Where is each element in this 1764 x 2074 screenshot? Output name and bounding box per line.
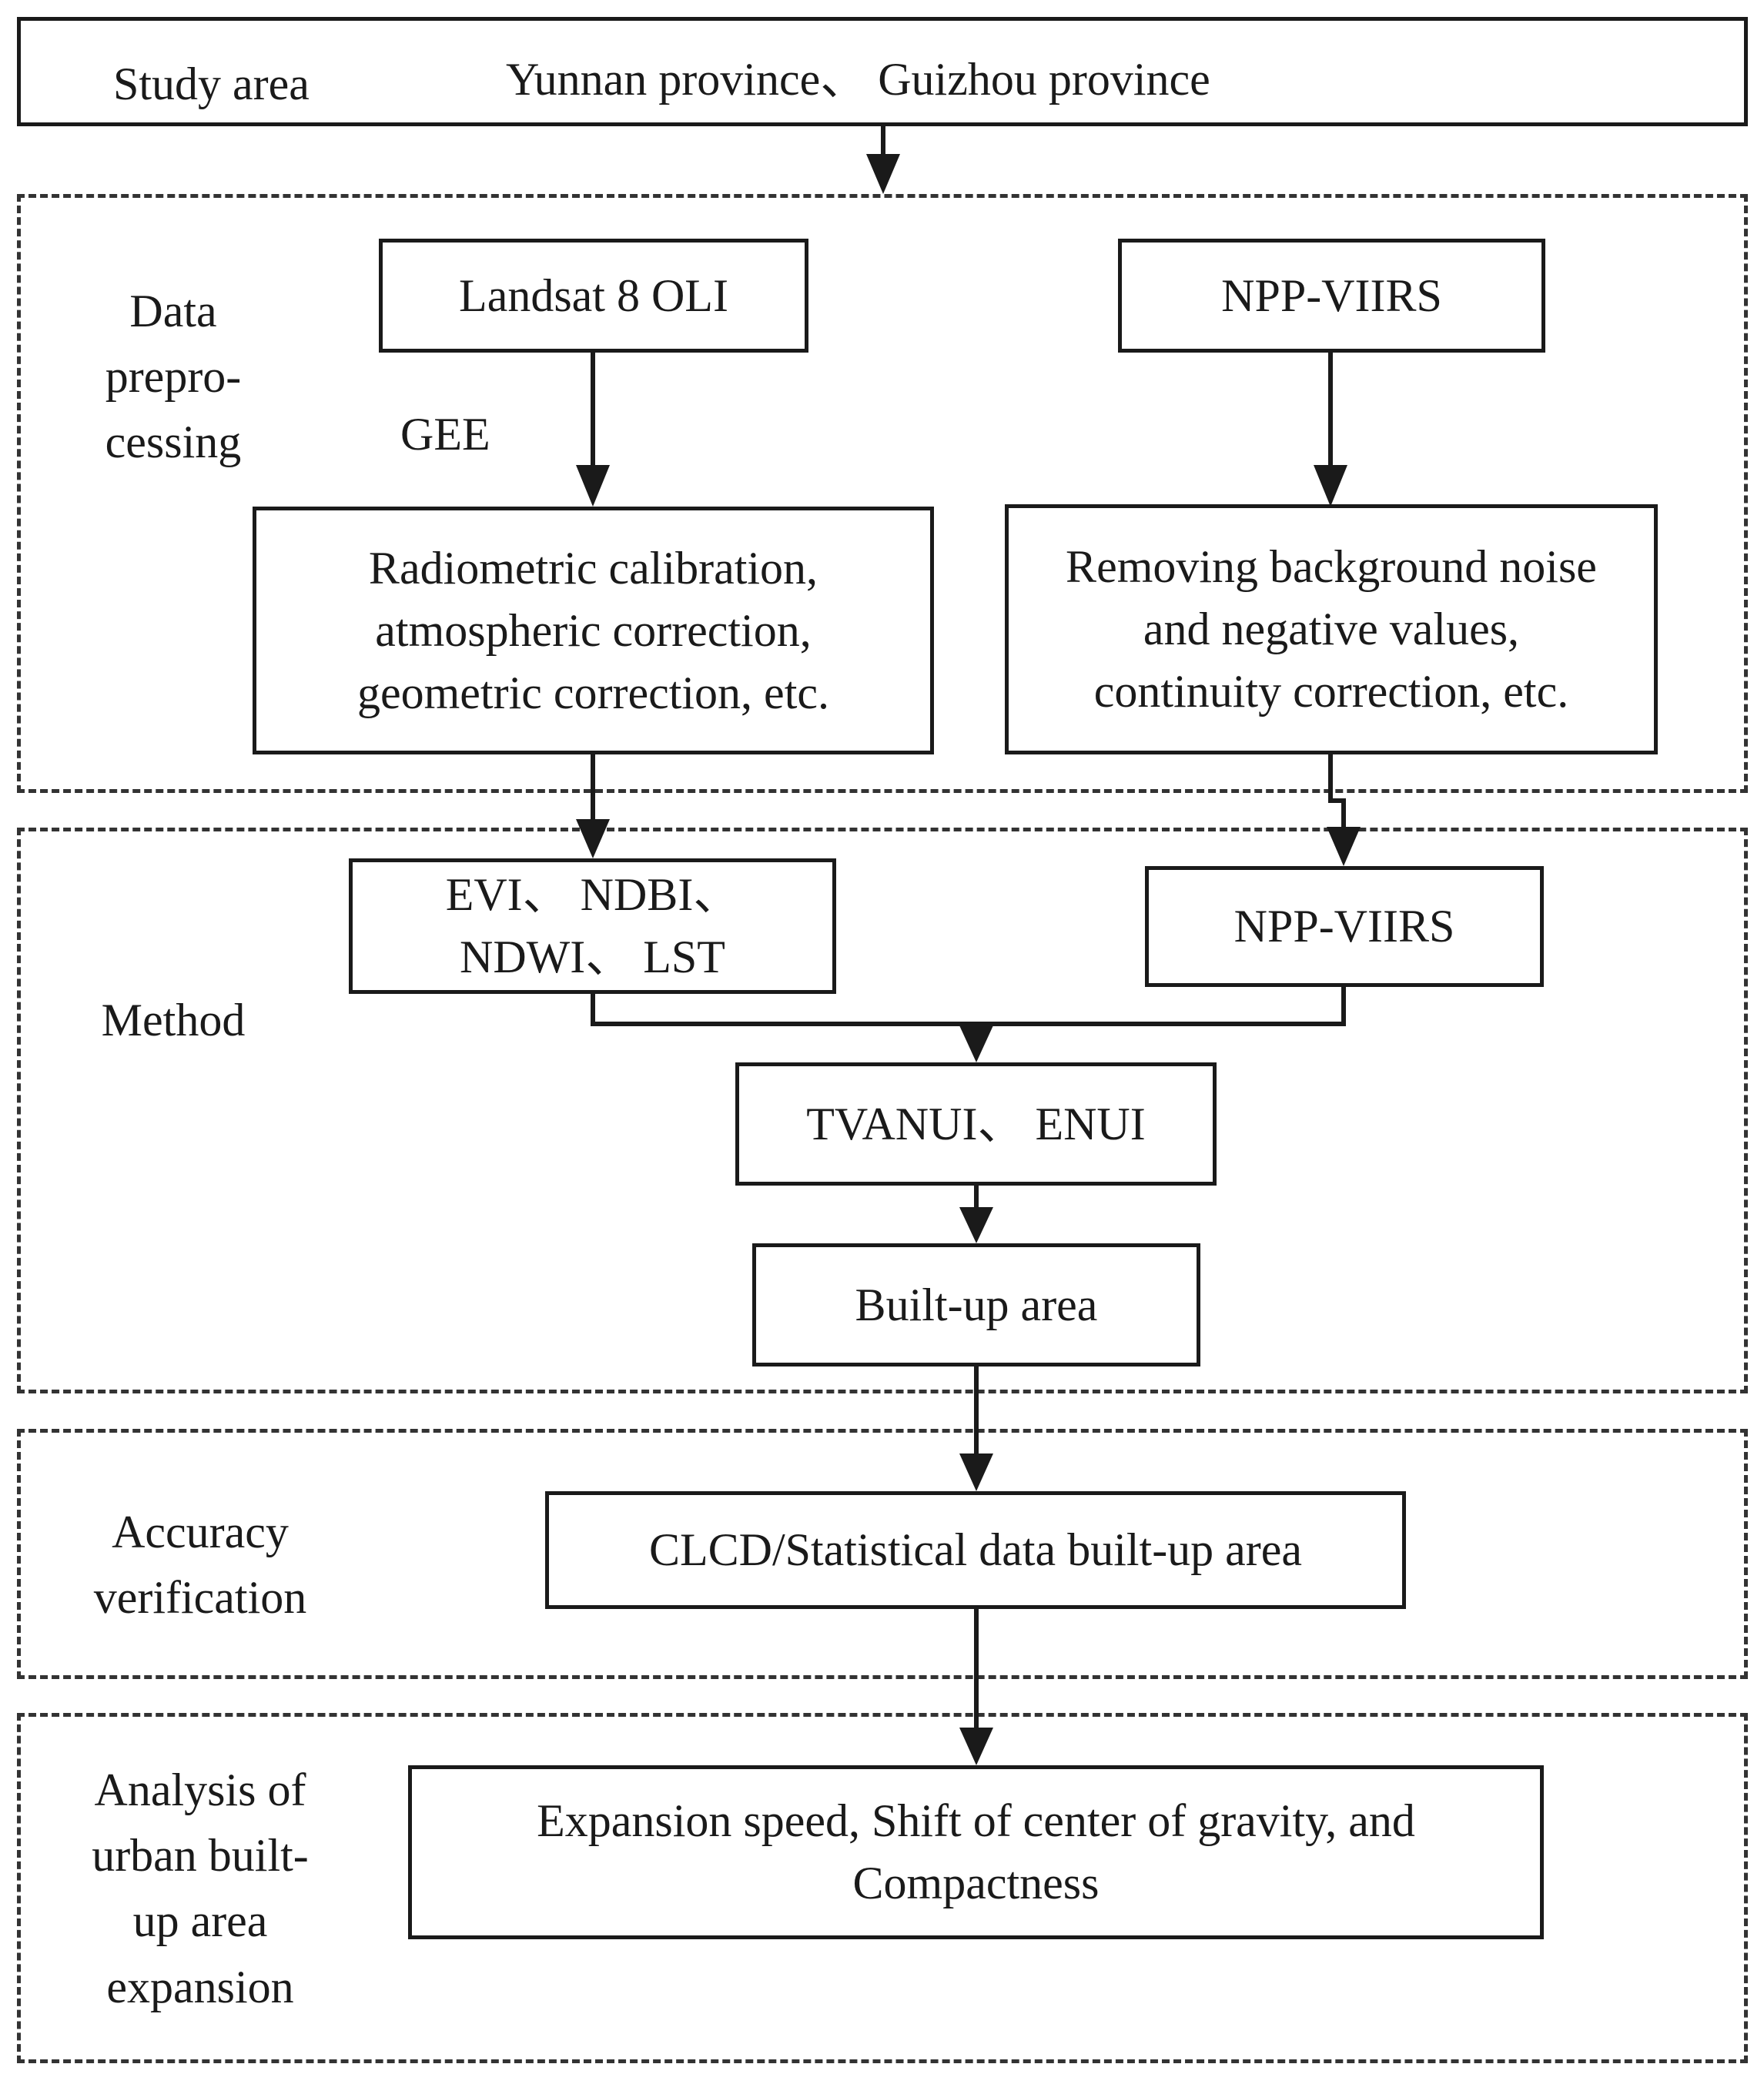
study-area-value: Yunnan province、 Guizhou province [506,54,1210,105]
tvanui-enui-box: TVANUI、 ENUI [735,1062,1217,1186]
analysis-section-label: Analysis of urban built- up area expansi… [92,1765,309,2012]
arrowhead-landsat [576,465,610,507]
connector-indices-to-tvanui [591,994,979,1032]
expansion-analysis-box: Expansion speed, Shift of center of grav… [408,1765,1544,1939]
gee-label: GEE [400,409,490,460]
accuracy-section-label: Accuracy verification [93,1507,307,1624]
radiometric-box: Radiometric calibration, atmospheric cor… [253,507,934,754]
arrowhead-indices [576,819,610,858]
arrowhead-builtup [959,1207,993,1243]
npp-viirs-source-box: NPP-VIIRS [1118,239,1545,353]
method-section [17,828,1748,1393]
connector-removing-to-npp [1328,754,1346,831]
connector-npp-to-tvanui [976,987,1346,1026]
clcd-box: CLCD/Statistical data built-up area [545,1491,1406,1609]
arrowhead-study [866,154,900,194]
arrowhead-npp-top [1314,465,1347,507]
arrowhead-npp-method [1327,827,1361,866]
removing-noise-box: Removing background noise and negative v… [1005,504,1658,754]
arrowhead-tvanui [959,1025,993,1062]
arrowhead-expansion [959,1728,993,1765]
npp-viirs-method-box: NPP-VIIRS [1145,866,1544,987]
indices-box: EVI、 NDBI、 NDWI、 LST [349,858,836,994]
landsat-box: Landsat 8 OLI [379,239,808,353]
preprocessing-section [17,194,1748,793]
analysis-section [17,1713,1748,2063]
built-up-area-box: Built-up area [752,1243,1200,1366]
accuracy-section [17,1429,1748,1679]
method-section-label: Method [101,995,246,1045]
arrowhead-clcd [959,1453,993,1491]
preprocessing-section-label: Data prepro- cessing [105,286,242,468]
study-area-label: Study area [113,59,310,109]
study-area-box: Study area Yunnan province、 Guizhou prov… [17,17,1748,126]
